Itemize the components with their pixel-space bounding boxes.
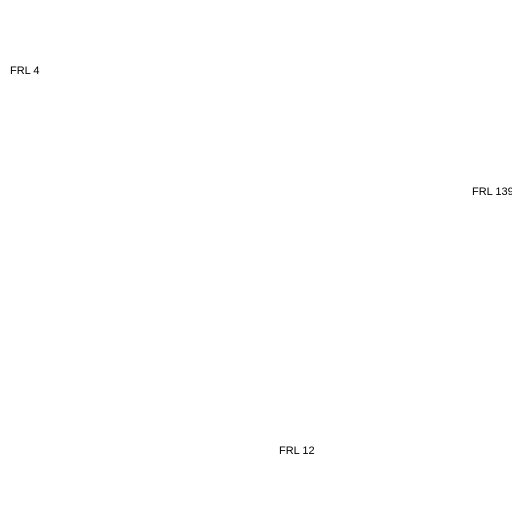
map-label-frl-139: FRL 139 (472, 186, 512, 198)
map-label-frl-4: FRL 4 (10, 65, 40, 77)
map-label-frl-12: FRL 12 (279, 445, 315, 457)
